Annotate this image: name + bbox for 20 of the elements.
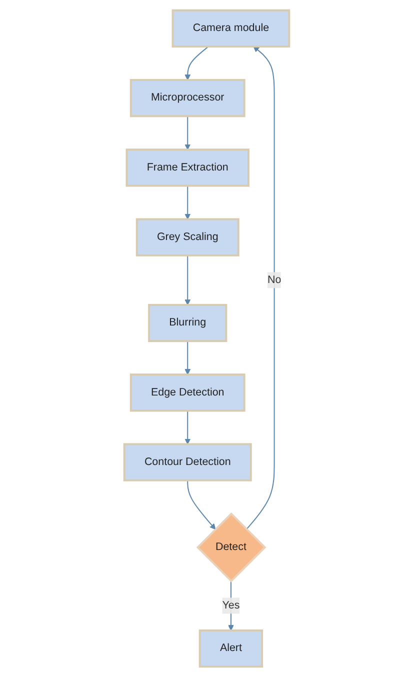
arrow bbox=[246, 46, 276, 530]
node-box: Edge Detection bbox=[130, 374, 246, 412]
node-box: Frame Extraction bbox=[126, 148, 250, 187]
arrow bbox=[184, 46, 210, 80]
node-box: Contour Detection bbox=[124, 443, 252, 482]
arrow bbox=[187, 480, 216, 530]
node-box: Camera module bbox=[172, 9, 290, 48]
arrow bbox=[184, 410, 191, 444]
arrow bbox=[184, 341, 191, 375]
node-diamond: Detect bbox=[196, 512, 267, 582]
node-box: Blurring bbox=[148, 304, 228, 342]
arrow bbox=[228, 580, 234, 631]
node-box: Alert bbox=[199, 629, 264, 668]
arrow bbox=[184, 255, 191, 306]
edge-label: Yes bbox=[222, 600, 240, 612]
arrow bbox=[184, 186, 191, 220]
arrow bbox=[184, 116, 191, 150]
edge-label: No bbox=[268, 274, 282, 286]
node-box: Grey Scaling bbox=[136, 218, 240, 256]
node-box: Microprocessor bbox=[130, 79, 246, 118]
